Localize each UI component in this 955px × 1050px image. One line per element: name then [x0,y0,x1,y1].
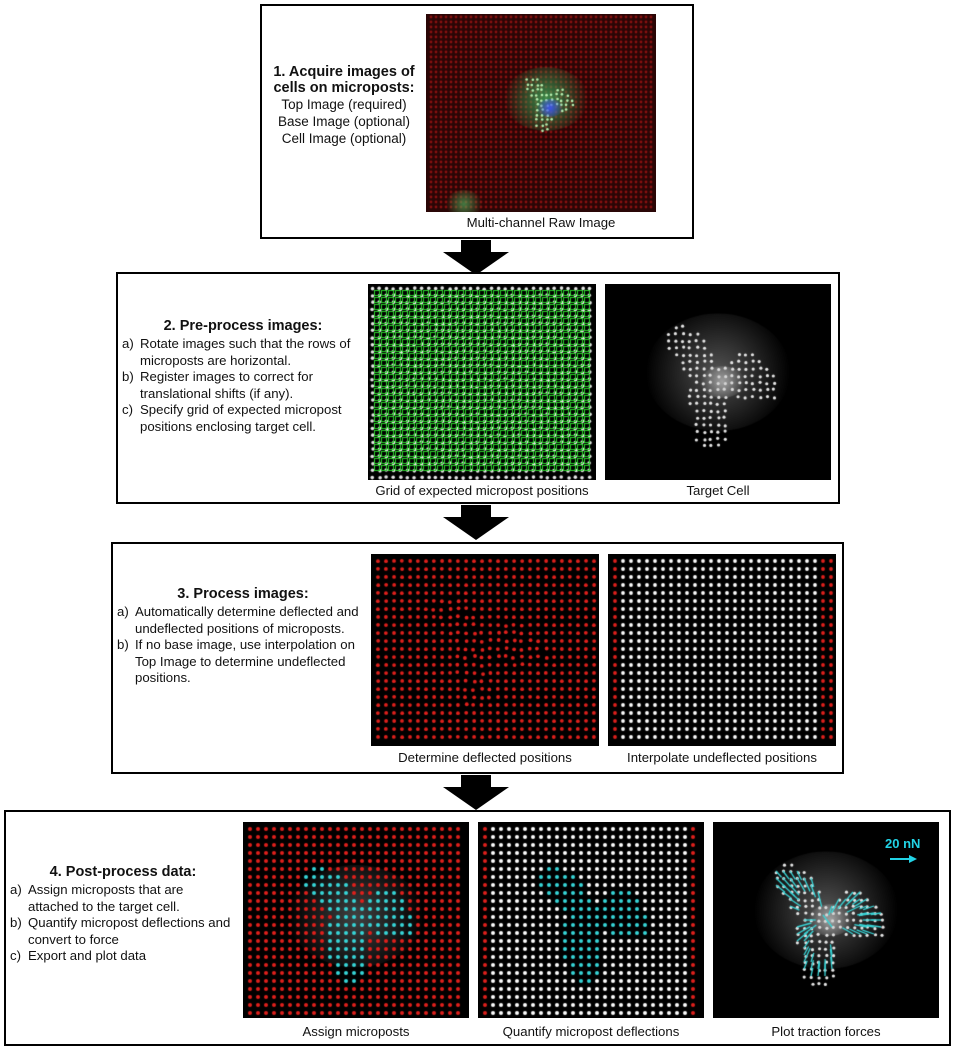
raw-image-caption: Multi-channel Raw Image [466,215,616,230]
down-arrow-3 [443,775,509,810]
deflected-positions-caption: Determine deflected positions [398,750,572,765]
assign-microposts-caption: Assign microposts [302,1024,410,1039]
list-item: a)Rotate images such that the rows of mi… [122,336,351,368]
step3-text: 3. Process images: a)Automatically deter… [117,586,369,687]
step2-list: a)Rotate images such that the rows of mi… [122,336,364,436]
step1-box: 1. Acquire images of cells on microposts… [260,4,694,239]
list-item: a)Assign microposts that are attached to… [10,882,184,914]
grid-image [368,284,596,480]
step4-title: 4. Post-process data: [49,864,197,880]
target-cell-caption: Target Cell [686,483,750,498]
target-cell-image [605,284,831,480]
quantify-deflections-caption: Quantify micropost deflections [502,1024,680,1039]
list-item: b)If no base image, use interpolation on… [117,637,355,686]
step2-text: 2. Pre-process images: a)Rotate images s… [122,318,364,436]
list-item: b)Quantify micropost deflections and con… [10,915,231,947]
step3-title: 3. Process images: [177,586,309,602]
step3-list: a)Automatically determine deflected and … [117,604,369,687]
step1-title-line1: 1. Acquire images of [273,64,415,80]
traction-forces-caption: Plot traction forces [771,1024,881,1039]
raw-image [426,14,656,212]
down-arrow-1 [443,240,509,275]
step2-title: 2. Pre-process images: [163,318,323,334]
list-item: a)Automatically determine deflected and … [117,604,359,636]
grid-image-caption: Grid of expected micropost positions [375,483,589,498]
down-arrow-2 [443,505,509,540]
traction-forces-image: 20 nN [713,822,939,1018]
step2-box: 2. Pre-process images: a)Rotate images s… [116,272,840,504]
step3-box: 3. Process images: a)Automatically deter… [111,542,844,774]
deflected-positions-image [371,554,599,746]
list-item: c)Export and plot data [10,948,147,964]
undeflected-positions-caption: Interpolate undeflected positions [627,750,817,765]
quantify-deflections-image [478,822,704,1018]
step4-text: 4. Post-process data: a)Assign micropost… [10,864,236,965]
step1-title-line2: cells on microposts: [273,80,415,96]
step1-text: 1. Acquire images of cells on microposts… [266,64,422,147]
step1-item: Cell Image (optional) [281,131,407,146]
step1-item: Base Image (optional) [277,114,411,129]
undeflected-positions-image [608,554,836,746]
scale-bar-label: 20 nN [885,836,921,851]
list-item: b)Register images to correct for transla… [122,369,313,401]
step4-list: a)Assign microposts that are attached to… [10,882,236,965]
step1-item: Top Image (required) [281,97,407,112]
step4-box: 4. Post-process data: a)Assign micropost… [4,810,951,1046]
scale-bar-arrow-icon [890,855,917,863]
list-item: c)Specify grid of expected micropost pos… [122,402,342,434]
step1-items: Top Image (required) Base Image (optiona… [266,96,422,147]
assign-microposts-image [243,822,469,1018]
